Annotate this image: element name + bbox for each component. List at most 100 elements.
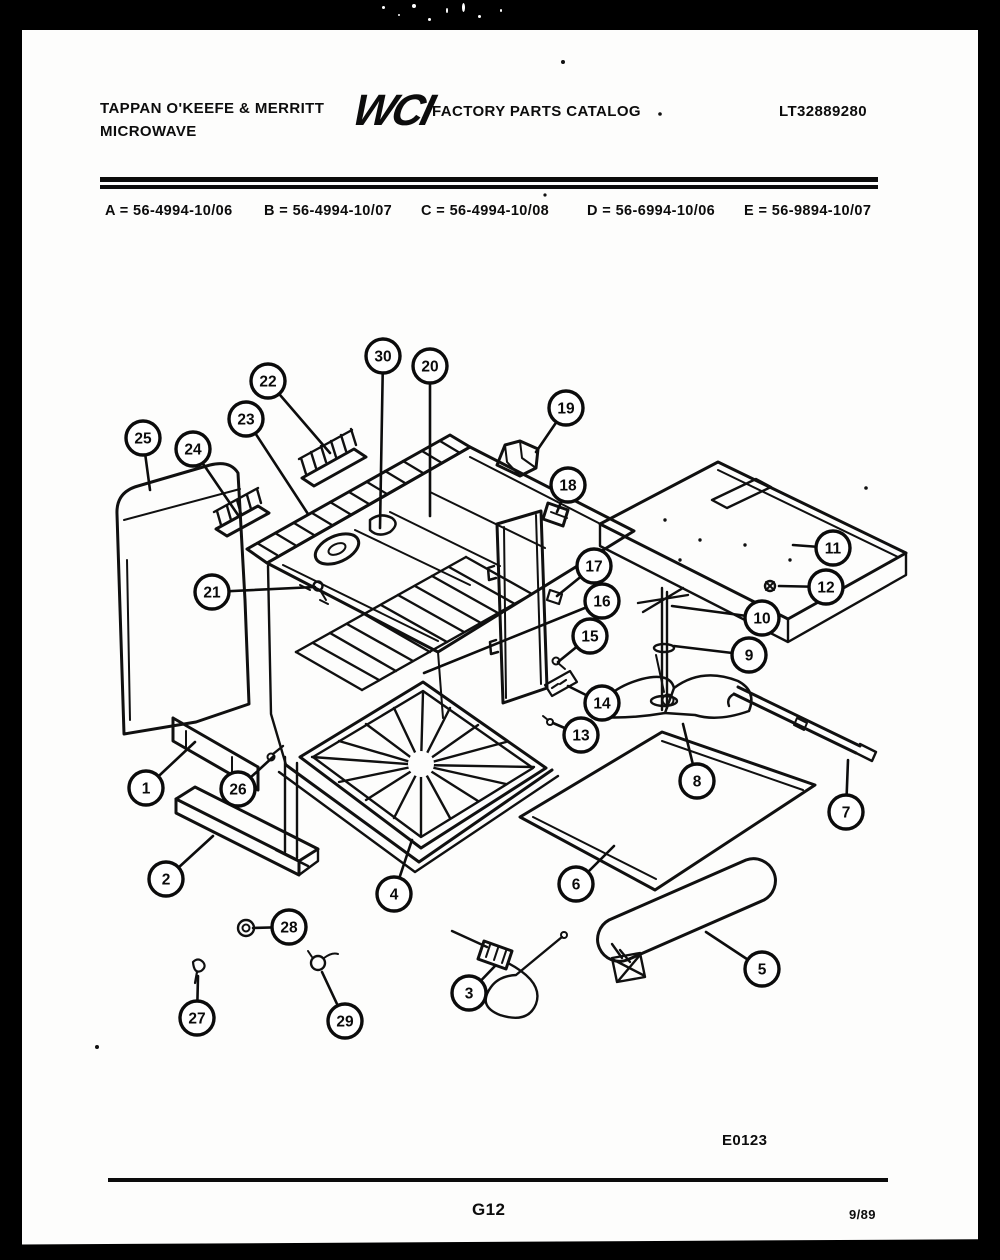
scan-noise (462, 3, 465, 12)
scan-border-bottom (0, 1239, 1000, 1260)
stirrer-blade-part8 (596, 654, 753, 719)
screw-part13 (542, 715, 554, 726)
svg-text:12: 12 (817, 580, 834, 597)
callout-balloon-18: 18 (549, 466, 587, 504)
svg-text:17: 17 (585, 559, 602, 576)
svg-text:23: 23 (237, 412, 255, 429)
scan-noise (398, 14, 400, 16)
svg-text:20: 20 (421, 359, 438, 376)
callout-balloon-10: 10 (743, 599, 781, 637)
svg-text:9: 9 (745, 648, 754, 665)
svg-text:15: 15 (581, 629, 599, 646)
svg-text:4: 4 (390, 887, 399, 904)
scan-noise (446, 8, 448, 13)
door-frame-panel (486, 509, 549, 705)
screw-part27 (191, 958, 206, 985)
nut-part28 (236, 918, 256, 938)
page-number: G12 (472, 1200, 506, 1219)
svg-text:26: 26 (229, 782, 247, 799)
plate-code: E0123 (722, 1132, 768, 1149)
svg-text:22: 22 (259, 374, 276, 391)
footer-rule (108, 1178, 888, 1182)
model-key-b: B = 56-4994-10/07 (264, 203, 393, 219)
callout-balloon-11: 11 (814, 529, 852, 567)
svg-text:13: 13 (572, 728, 590, 745)
svg-text:10: 10 (753, 611, 770, 628)
scan-noise (382, 6, 385, 9)
glass-shelf-part6 (518, 730, 817, 892)
callout-balloon-28: 28 (270, 908, 308, 946)
svg-text:18: 18 (559, 478, 577, 495)
document-number: LT32889280 (779, 103, 867, 120)
callout-balloon-16: 16 (583, 582, 621, 620)
heating-element-part5 (596, 857, 777, 984)
header-rule-bottom (100, 185, 878, 189)
callout-leader-23 (244, 417, 310, 516)
callout-balloon-17: 17 (575, 547, 613, 585)
turntable-tray-part4 (298, 680, 548, 850)
brand-line1: TAPPAN O'KEEFE & MERRITT (100, 100, 325, 117)
callout-balloon-20: 20 (411, 347, 449, 385)
svg-text:30: 30 (374, 349, 391, 366)
scan-noise (428, 18, 431, 21)
callout-balloon-2: 2 (147, 860, 185, 898)
catalog-title: FACTORY PARTS CATALOG (432, 103, 641, 120)
callout-balloon-15: 15 (571, 617, 609, 655)
header-rule-top (100, 177, 878, 182)
callout-leader-30 (378, 354, 385, 530)
callout-balloon-6: 6 (557, 865, 595, 903)
scan-noise (412, 4, 416, 8)
model-key-e: E = 56-9894-10/07 (744, 203, 872, 219)
callout-balloon-22: 22 (249, 362, 287, 400)
terminal-block-part22 (297, 427, 368, 488)
standoff-part14 (543, 669, 579, 698)
revision-date: 9/89 (849, 1207, 876, 1222)
scan-noise (478, 15, 481, 18)
callout-balloon-7: 7 (827, 793, 865, 831)
callout-balloon-14: 14 (583, 684, 621, 722)
svg-text:28: 28 (280, 920, 298, 937)
rod-part7 (726, 685, 878, 763)
brand-line2: MICROWAVE (100, 123, 197, 140)
callout-balloon-24: 24 (174, 430, 212, 468)
callout-balloon-21: 21 (193, 573, 231, 611)
clip-part17 (545, 588, 564, 606)
cavity-sill (266, 564, 560, 874)
callout-balloon-23: 23 (227, 400, 265, 438)
svg-text:14: 14 (593, 696, 611, 713)
side-panel-part25 (115, 462, 251, 736)
callout-balloon-3: 3 (450, 974, 488, 1012)
scan-noise (500, 9, 502, 12)
svg-text:21: 21 (203, 585, 221, 602)
model-key-a: A = 56-4994-10/06 (105, 203, 233, 219)
base-rail-part2 (174, 755, 320, 877)
clip-part18 (541, 501, 570, 528)
callout-balloon-30: 30 (364, 337, 402, 375)
callout-balloon-29: 29 (326, 1002, 364, 1040)
svg-text:7: 7 (842, 805, 851, 822)
cavity-rack-hatch (294, 555, 534, 692)
svg-text:19: 19 (557, 401, 575, 418)
svg-text:8: 8 (693, 774, 702, 791)
svg-text:3: 3 (465, 986, 474, 1003)
callout-balloon-12: 12 (807, 568, 845, 606)
svg-text:24: 24 (184, 442, 202, 459)
lamp-socket-part29 (307, 950, 339, 972)
svg-text:16: 16 (593, 594, 611, 611)
callout-balloon-13: 13 (562, 716, 600, 754)
svg-text:5: 5 (758, 962, 767, 979)
callout-balloon-19: 19 (547, 389, 585, 427)
callout-leader-16 (422, 599, 604, 675)
stirrer-shaft-parts9-10 (636, 586, 690, 712)
callout-balloon-8: 8 (678, 762, 716, 800)
svg-text:6: 6 (572, 877, 581, 894)
terminal-block-part24 (212, 486, 271, 538)
svg-text:29: 29 (336, 1014, 354, 1031)
callout-balloon-4: 4 (375, 875, 413, 913)
svg-text:2: 2 (162, 872, 171, 889)
callout-balloon-26: 26 (219, 770, 257, 808)
base-bracket-part1 (171, 716, 260, 792)
callout-balloons: 1234567891011121314151617181920212223242… (124, 337, 865, 1040)
